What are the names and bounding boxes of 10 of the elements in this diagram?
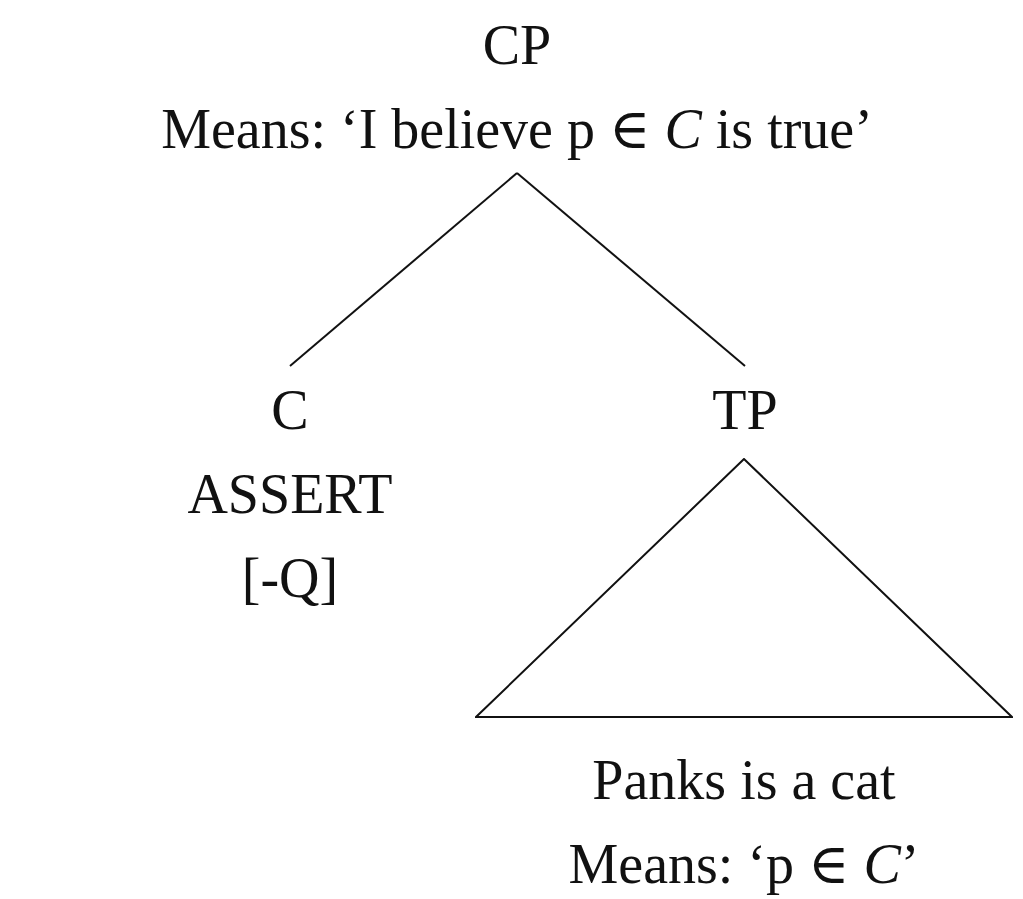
node-label: TP — [712, 378, 778, 443]
meaning-text: Means: ‘I believe p ∈ C is true’ — [161, 97, 873, 162]
feature-text: [-Q] — [241, 546, 339, 611]
meaning-text: Means: ‘p ∈ C’ — [568, 832, 920, 897]
tree-branch — [516, 172, 746, 367]
sentence-text: Panks is a cat — [592, 748, 896, 813]
node-label: CP — [482, 13, 552, 78]
tree-branch — [289, 172, 518, 367]
node-label: C — [271, 378, 309, 443]
feature-text: ASSERT — [187, 462, 393, 527]
